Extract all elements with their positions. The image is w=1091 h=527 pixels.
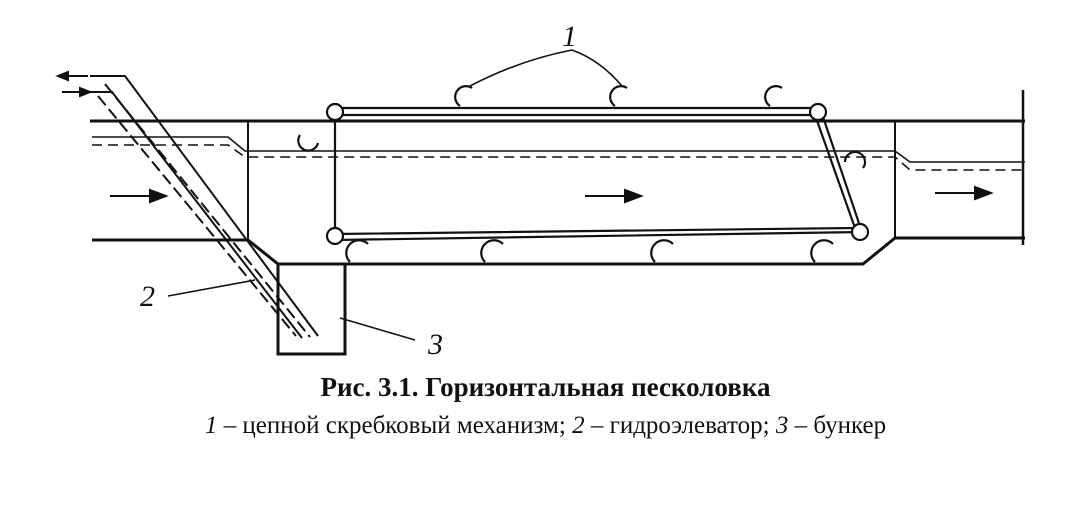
leader-line-1b xyxy=(571,49,623,87)
figure-caption-legend: 1 – цепной скребковый механизм; 2 – гидр… xyxy=(0,412,1091,440)
pipe-arrow-out-head xyxy=(55,70,69,82)
scraper-chain xyxy=(333,106,864,242)
flow-arrow-middle-head xyxy=(624,188,644,204)
hydroelevator-pipe-outer xyxy=(90,75,319,337)
scraper-blade xyxy=(480,239,504,263)
legend-num-3: 3 xyxy=(775,412,789,439)
sprocket-bottom-right xyxy=(850,222,870,242)
sprocket-top-right xyxy=(808,102,828,122)
scraper-blade xyxy=(843,150,867,169)
legend-text-1: – цепной скребковый механизм; xyxy=(217,412,573,439)
hydroelevator-pipe-mid xyxy=(104,83,311,338)
water-level-dashed xyxy=(92,144,1025,171)
scraper-blade xyxy=(454,85,473,107)
scraper-blade xyxy=(297,134,320,152)
hopper-outline xyxy=(276,264,347,356)
scraper-blade xyxy=(345,239,369,263)
figure-caption-title: Рис. 3.1. Горизонтальная песколовка xyxy=(320,372,771,402)
flow-arrow-inlet-head xyxy=(149,188,169,204)
scraper-chain-inner xyxy=(334,113,857,236)
scraper-blade xyxy=(650,239,674,263)
legend-num-1: 1 xyxy=(204,412,218,439)
hydroelevator-pipe-mid2 xyxy=(97,95,297,337)
legend-text-3: – бункер xyxy=(788,412,887,439)
flow-arrow-outlet-head xyxy=(974,185,994,201)
leader-line-3 xyxy=(339,317,416,341)
leader-line-1a xyxy=(469,49,573,87)
label-hopper: 3 xyxy=(428,328,443,361)
inlet-channel-bottom xyxy=(92,236,1025,266)
legend-text-2: – гидроэлеватор; xyxy=(584,412,776,439)
leader-line-2 xyxy=(167,279,256,297)
sprocket-bottom-left xyxy=(325,226,345,246)
scraper-blade xyxy=(609,85,628,107)
sprocket-top-left xyxy=(325,102,345,122)
scraper-blade xyxy=(764,85,783,107)
label-scraper: 1 xyxy=(562,20,577,53)
water-level-inlet xyxy=(92,136,1025,163)
scraper-blade xyxy=(810,239,834,263)
label-hydroelevator: 2 xyxy=(140,280,155,313)
legend-num-2: 2 xyxy=(572,412,585,439)
pipe-arrow-in-head xyxy=(79,86,93,98)
